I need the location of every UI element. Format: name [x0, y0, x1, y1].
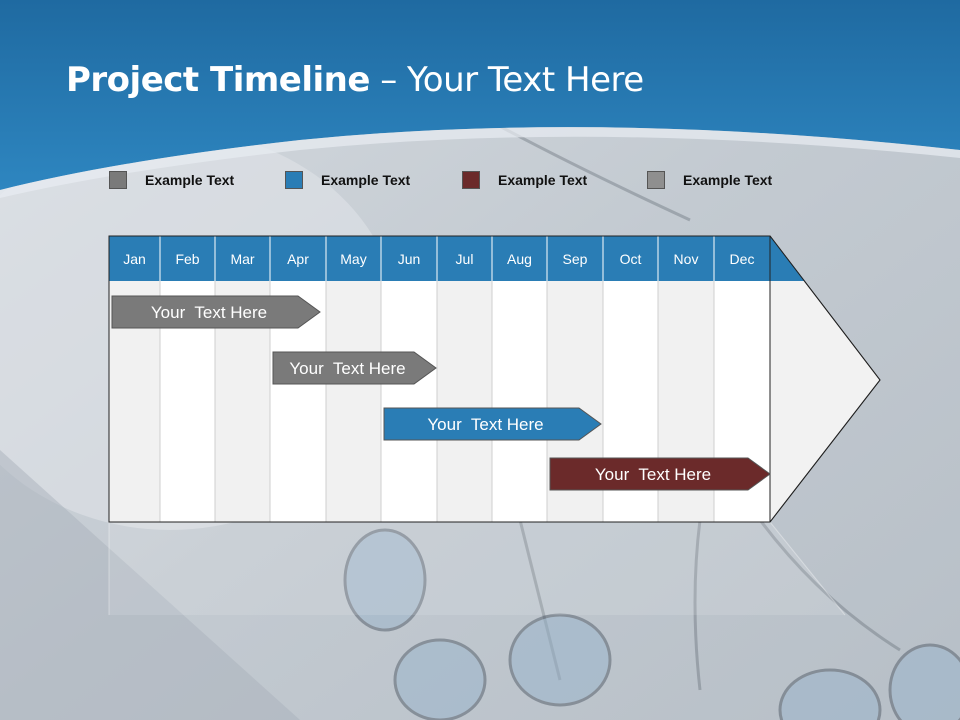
task-label-3: Your Text Here — [427, 415, 543, 434]
month-label-aug: Aug — [507, 251, 532, 267]
reflection-edge-right — [769, 521, 846, 616]
legend-item-4: Example Text — [647, 170, 772, 190]
timeline-reflection — [109, 522, 845, 615]
task-bar-1 — [111, 295, 321, 329]
legend-swatch-2 — [285, 171, 303, 189]
page-title: Project Timeline – Your Text Here — [66, 60, 644, 100]
task-bar-4 — [549, 457, 771, 491]
month-label-jul: Jul — [456, 251, 474, 267]
timeline-arrow-outline — [108, 235, 881, 523]
title-rest: – Your Text Here — [369, 60, 644, 100]
title-bold: Project Timeline — [66, 60, 370, 100]
month-label-apr: Apr — [287, 251, 309, 267]
month-header-band — [109, 236, 805, 281]
task-label-1: Your Text Here — [151, 303, 267, 322]
month-label-oct: Oct — [620, 251, 642, 267]
task-label-2: Your Text Here — [289, 359, 405, 378]
month-column-jul — [437, 281, 492, 522]
task-bar-2 — [272, 351, 437, 385]
legend-item-3: Example Text — [462, 170, 587, 190]
legend-label-1: Example Text — [145, 172, 235, 188]
legend-item-2: Example Text — [285, 170, 410, 190]
month-label-sep: Sep — [563, 251, 588, 267]
month-column-may — [326, 281, 381, 522]
month-column-aug — [492, 281, 547, 522]
legend-label-2: Example Text — [321, 172, 411, 188]
legend-swatch-4 — [647, 171, 665, 189]
legend-label-4: Example Text — [683, 172, 773, 188]
task-bar-3 — [383, 407, 602, 441]
month-label-jun: Jun — [398, 251, 421, 267]
legend-item-1: Example Text — [109, 170, 234, 190]
legend-swatch-1 — [109, 171, 127, 189]
month-label-feb: Feb — [175, 251, 199, 267]
month-label-dec: Dec — [730, 251, 755, 267]
month-label-may: May — [340, 251, 366, 267]
month-column-jun — [381, 281, 437, 522]
task-label-4: Your Text Here — [595, 465, 711, 484]
month-label-mar: Mar — [230, 251, 254, 267]
month-label-jan: Jan — [123, 251, 146, 267]
month-label-nov: Nov — [674, 251, 699, 267]
legend-swatch-3 — [462, 171, 480, 189]
legend-label-3: Example Text — [498, 172, 588, 188]
